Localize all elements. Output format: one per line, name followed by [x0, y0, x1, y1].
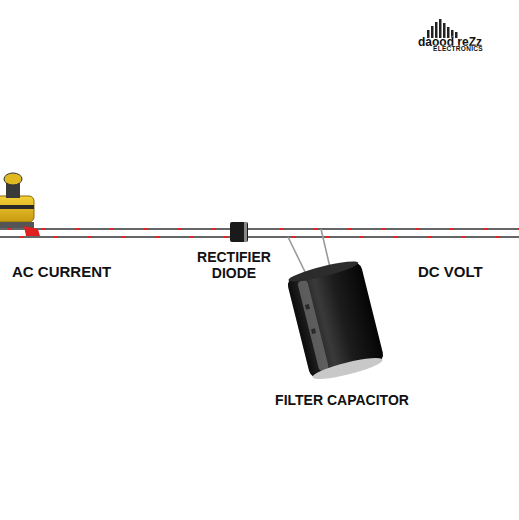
rectifier-diode [230, 222, 248, 242]
wires [0, 229, 519, 237]
current-dots [8, 228, 519, 238]
current-dot [212, 228, 216, 230]
current-dot [292, 236, 296, 238]
current-dot [428, 236, 432, 238]
part-label: FILTER CAPACITOR [262, 392, 422, 408]
ac-source-icon [0, 173, 40, 236]
watermark-sub: ELECTRONICS [433, 45, 483, 52]
current-dot [190, 236, 194, 238]
current-dot [416, 228, 420, 230]
current-dot [144, 228, 148, 230]
current-dot [110, 228, 114, 230]
current-dot [20, 236, 24, 238]
current-dot [88, 236, 92, 238]
current-dot [280, 228, 284, 230]
current-dot [484, 228, 488, 230]
current-dot [348, 228, 352, 230]
current-dot [42, 228, 46, 230]
current-dot [178, 228, 182, 230]
current-dot [450, 228, 454, 230]
current-dot [8, 228, 12, 230]
current-dot [394, 236, 398, 238]
current-dot [496, 236, 500, 238]
current-dot [224, 236, 228, 238]
current-dot [326, 236, 330, 238]
output-label: DC VOLT [418, 263, 483, 280]
current-dot [122, 236, 126, 238]
current-dot [382, 228, 386, 230]
current-dot [156, 236, 160, 238]
current-dot [76, 228, 80, 230]
current-dot [314, 228, 318, 230]
part-label: RECTIFIER DIODE [188, 249, 280, 281]
current-dot [360, 236, 364, 238]
current-dot [462, 236, 466, 238]
current-dot [54, 236, 58, 238]
current-dot [518, 228, 519, 230]
source-label: AC CURRENT [12, 263, 111, 280]
filter-capacitor [285, 257, 386, 383]
